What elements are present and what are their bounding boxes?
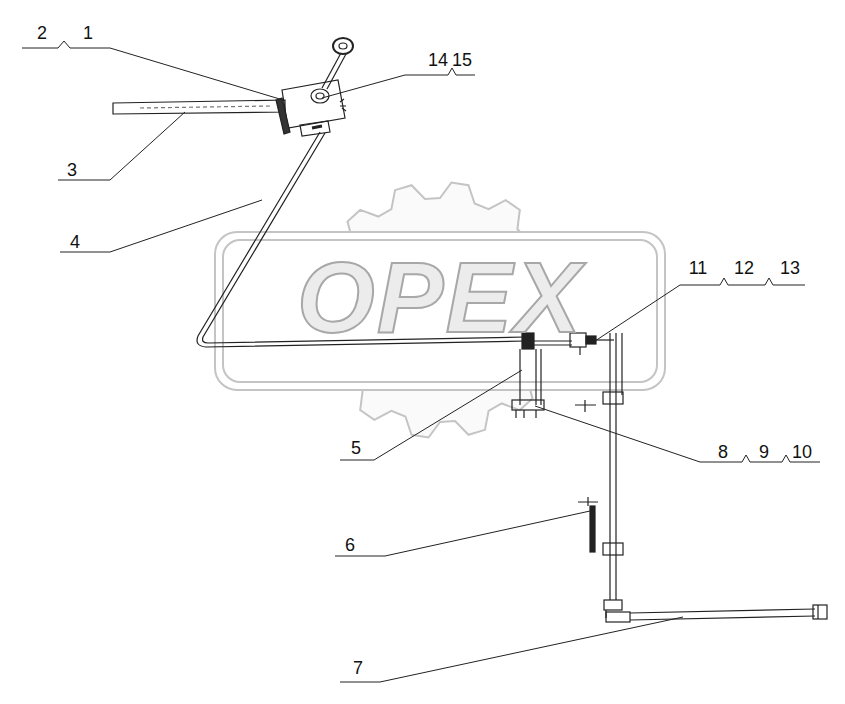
nut bbox=[340, 99, 346, 111]
callout-number: 11 bbox=[689, 259, 708, 277]
leader bbox=[385, 511, 590, 556]
callout-number: 10 bbox=[792, 443, 812, 461]
callout-number: 8 bbox=[718, 443, 728, 461]
label-bracket bbox=[340, 460, 374, 461]
leader bbox=[322, 75, 405, 98]
shaft bbox=[609, 333, 610, 600]
plate bbox=[113, 100, 285, 114]
callout-number: 6 bbox=[345, 536, 355, 554]
shaft bbox=[615, 333, 616, 600]
bracket-strip bbox=[590, 506, 595, 552]
bracket-plate bbox=[512, 400, 544, 410]
elbow bbox=[604, 600, 622, 610]
bolt bbox=[312, 126, 322, 128]
pipe bbox=[630, 609, 815, 613]
leader-lines bbox=[22, 41, 820, 682]
lever-arm bbox=[519, 349, 520, 405]
bearing bbox=[603, 392, 623, 404]
bracket bbox=[282, 80, 345, 128]
callout-number: 13 bbox=[780, 259, 800, 277]
label-bracket bbox=[60, 252, 110, 253]
callout-number: 2 bbox=[37, 24, 47, 42]
clip bbox=[578, 497, 598, 506]
label-bracket bbox=[335, 556, 385, 557]
bolts bbox=[516, 410, 536, 418]
callout-number: 5 bbox=[351, 439, 361, 457]
coupling bbox=[606, 612, 630, 622]
assembly-drawing bbox=[113, 38, 827, 622]
callout-number: 1 bbox=[83, 24, 93, 42]
callout-number: 9 bbox=[759, 443, 769, 461]
clip bbox=[575, 400, 596, 412]
bearing bbox=[603, 543, 623, 555]
watermark: OPEX bbox=[297, 247, 583, 347]
label-bracket bbox=[405, 68, 475, 75]
joint-nut bbox=[586, 336, 596, 344]
label-bracket bbox=[22, 41, 110, 48]
lever-arm bbox=[535, 349, 536, 405]
label-bracket bbox=[680, 278, 805, 285]
knob bbox=[333, 38, 353, 54]
leader bbox=[110, 48, 283, 100]
callout-number: 3 bbox=[67, 161, 77, 179]
shaft bbox=[621, 333, 622, 395]
leader bbox=[374, 370, 522, 460]
bracket-clamp bbox=[276, 98, 290, 134]
callout-number: 7 bbox=[353, 659, 363, 677]
lever bbox=[322, 53, 341, 88]
callout-number: 4 bbox=[70, 233, 80, 251]
link bbox=[596, 339, 614, 340]
callout-number: 15 bbox=[452, 51, 472, 69]
bracket-foot bbox=[300, 121, 330, 136]
watermark-gear bbox=[215, 183, 665, 438]
label-bracket bbox=[58, 180, 110, 181]
knob bbox=[339, 43, 347, 49]
lever bbox=[327, 54, 346, 89]
callout-number: 14 bbox=[428, 51, 448, 69]
pipe bbox=[630, 616, 815, 620]
plate-edge bbox=[140, 106, 270, 108]
pivot bbox=[311, 89, 329, 103]
badge-outline bbox=[215, 232, 665, 390]
callout-number: 12 bbox=[734, 259, 754, 277]
badge-outline bbox=[223, 240, 657, 382]
leader bbox=[535, 406, 700, 462]
leader bbox=[592, 285, 680, 343]
lever-arm bbox=[540, 349, 541, 405]
leader bbox=[110, 112, 185, 180]
leader bbox=[110, 200, 262, 252]
pipe-end bbox=[813, 605, 827, 619]
leader bbox=[380, 617, 683, 682]
pipe-end bbox=[817, 605, 818, 619]
label-bracket bbox=[340, 682, 380, 683]
pin bbox=[579, 347, 580, 355]
